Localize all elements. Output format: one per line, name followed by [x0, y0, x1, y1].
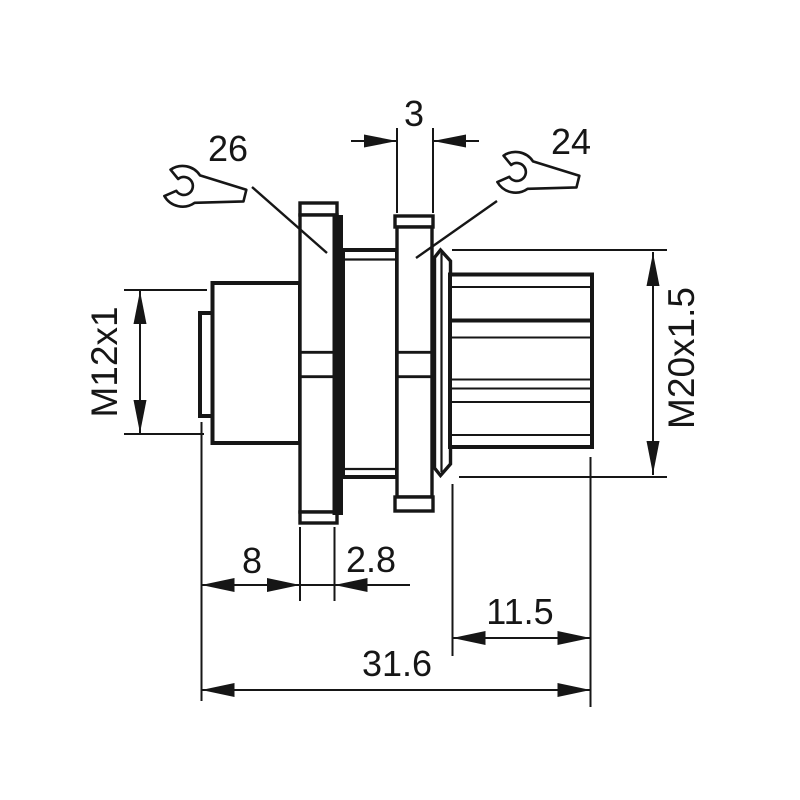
rear-body-cylinder [210, 281, 302, 445]
arrowhead [646, 441, 660, 474]
dimension-right-thread: M20x1.5 [452, 249, 702, 478]
dimension-value: 8 [242, 540, 262, 581]
dimension-value: 11.5 [486, 591, 553, 632]
arrowhead [433, 134, 466, 148]
arrowhead [201, 683, 235, 697]
arrowhead [267, 578, 300, 592]
arrowhead [557, 683, 591, 697]
arrowhead [201, 578, 235, 592]
wrench-icon [496, 150, 581, 194]
dimension-value: 3 [404, 93, 424, 134]
dimension-thread-length: 11.5 [451, 457, 592, 707]
m20-thread-body [448, 272, 594, 449]
dimension-value: 2.8 [346, 539, 396, 580]
arrowhead [334, 578, 368, 592]
connector-body [198, 201, 594, 525]
thread-designation: M20x1.5 [661, 287, 702, 429]
leader-line [251, 186, 328, 254]
arrowhead [452, 631, 486, 645]
right-nut-bottom-chamfer [393, 495, 435, 513]
wrench-callout-left: 26 [163, 128, 328, 254]
wrench-size-label: 24 [551, 121, 591, 162]
left-nut-bottom-chamfer [298, 510, 339, 525]
leader-line [415, 200, 498, 259]
wrench-callout-right: 24 [415, 121, 591, 259]
wrench-icon [163, 164, 248, 208]
dimension-left-thread: M12x1 [84, 289, 207, 435]
right-nut-body [395, 225, 434, 499]
dimension-overall-length: 31.6 [201, 643, 591, 697]
arrowhead [557, 631, 591, 645]
left-nut-top-chamfer [298, 201, 339, 217]
arrowhead [646, 253, 660, 286]
arrowhead [133, 291, 147, 324]
arrowhead [133, 400, 147, 433]
thread-designation: M12x1 [84, 306, 125, 417]
dimension-body-length-and-flange: 8 2.8 [200, 422, 410, 701]
dimension-nut-width: 3 [351, 93, 479, 213]
dimension-value: 31.6 [362, 643, 432, 684]
left-nut-body [298, 213, 339, 514]
left-nut-rear-face [332, 215, 343, 515]
arrowhead [364, 134, 397, 148]
wrench-size-label: 26 [208, 128, 248, 169]
threaded-neck [341, 248, 399, 479]
